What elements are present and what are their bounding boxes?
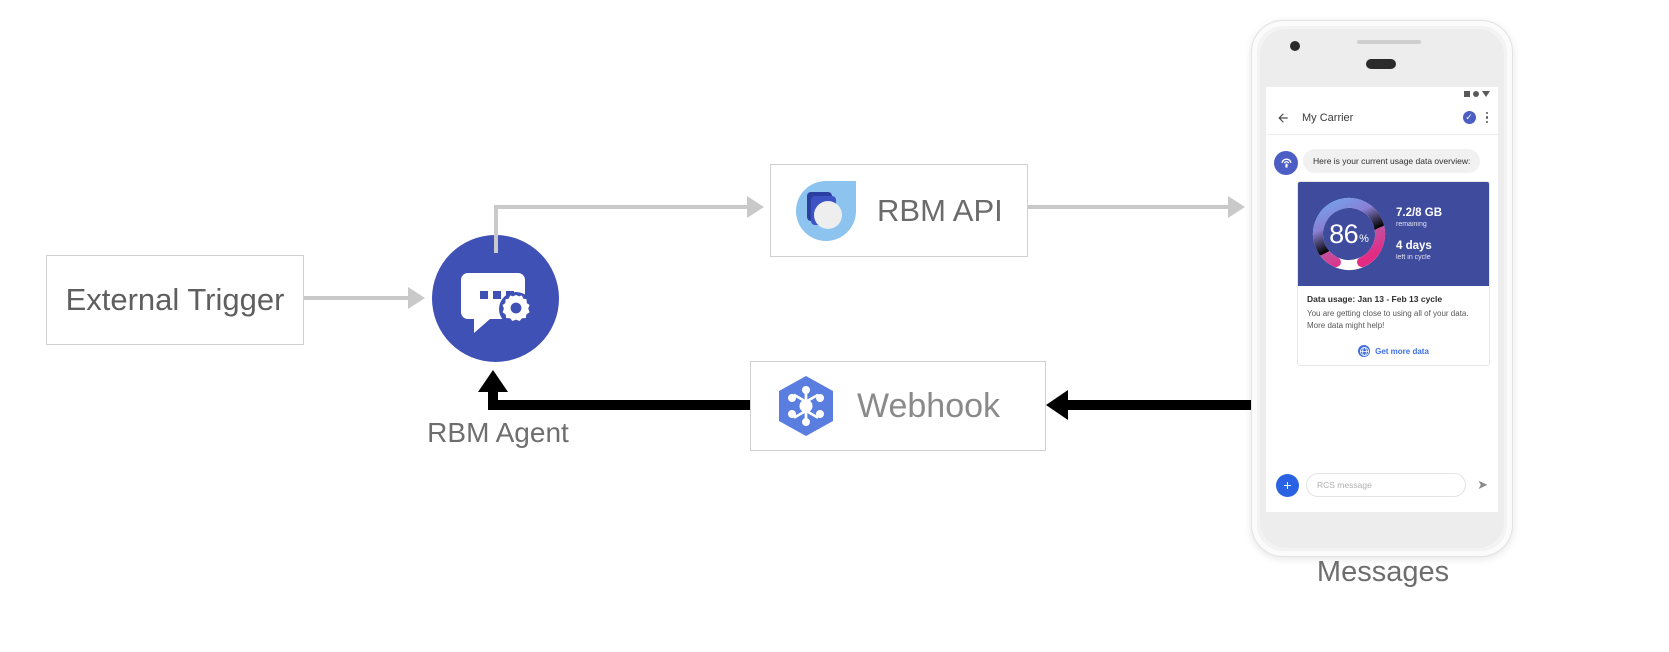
get-more-data-button[interactable]: Get more data xyxy=(1298,336,1489,365)
status-bar xyxy=(1266,87,1498,101)
rcs-agent-avatar-icon xyxy=(1274,151,1298,175)
plus-icon[interactable]: + xyxy=(1276,473,1299,497)
globe-icon xyxy=(1358,345,1371,357)
phone-screen: My Carrier ✓ Here is your cu xyxy=(1266,87,1498,512)
hero-stats: 7.2/8 GB remaining 4 days left in cycle xyxy=(1392,207,1489,260)
webhook-label: Webhook xyxy=(857,386,1001,425)
rbm-api-icon xyxy=(796,180,856,241)
stat-caption-0: remaining xyxy=(1396,221,1427,228)
messages-label: Messages xyxy=(1316,556,1450,588)
rbm-agent-label: RBM Agent xyxy=(427,417,569,448)
stat-data-remaining: 7.2/8 GB remaining xyxy=(1396,207,1481,228)
card-body: Data usage: Jan 13 - Feb 13 cycle You ar… xyxy=(1298,286,1489,336)
stat-caption-1: left in cycle xyxy=(1396,253,1431,261)
arrowhead-phone-to-webhook xyxy=(1046,390,1068,420)
send-icon[interactable]: ➤ xyxy=(1477,477,1488,492)
card-hero: 86 % 7.2/8 GB remaining 4 days le xyxy=(1298,182,1489,286)
connector-agent-to-api-horizontal xyxy=(494,205,747,209)
connector-phone-to-webhook xyxy=(1068,400,1258,410)
gauge-unit: % xyxy=(1359,232,1369,245)
webhook-hexagon-icon xyxy=(779,376,833,436)
rbm-api-box[interactable]: RBM API xyxy=(770,164,1028,257)
wifi-dot-icon xyxy=(1473,91,1479,97)
gauge-center-label: 86 % xyxy=(1306,191,1392,277)
stat-value-1: 4 days xyxy=(1396,240,1432,252)
rich-card[interactable]: 86 % 7.2/8 GB remaining 4 days le xyxy=(1297,181,1490,366)
stat-value-0: 7.2/8 GB xyxy=(1396,207,1443,220)
signal-square-icon xyxy=(1464,91,1470,97)
android-nav-bar xyxy=(1266,505,1498,512)
chat-gear-icon xyxy=(461,273,533,333)
phone-camera-icon xyxy=(1290,41,1300,51)
battery-triangle-icon xyxy=(1482,91,1490,97)
message-bubble-text: Here is your current usage data overview… xyxy=(1303,149,1481,174)
arrowhead-webhook-to-agent xyxy=(478,370,508,392)
rbm-agent-icon-circle[interactable] xyxy=(432,235,559,362)
rbm-api-label: RBM API xyxy=(877,192,1003,228)
overflow-menu-icon[interactable] xyxy=(1485,111,1488,124)
arrowhead-agent-to-api xyxy=(747,196,764,218)
connector-webhook-to-agent-vertical xyxy=(488,392,498,410)
connector-trigger-to-agent xyxy=(304,296,408,300)
phone-sensor-icon xyxy=(1357,40,1421,44)
gauge-value: 86 xyxy=(1329,218,1359,249)
message-row: Here is your current usage data overview… xyxy=(1266,149,1498,175)
webhook-box[interactable]: Webhook xyxy=(750,361,1046,451)
connector-agent-to-api-vertical xyxy=(494,205,498,253)
get-more-data-label: Get more data xyxy=(1375,346,1429,356)
card-description-line2: More data might help! xyxy=(1307,321,1385,330)
phone-speaker-icon xyxy=(1366,59,1396,69)
card-title: Data usage: Jan 13 - Feb 13 cycle xyxy=(1307,294,1443,304)
card-description-line1: You are getting close to using all of yo… xyxy=(1307,309,1469,318)
gauge-ring-icon xyxy=(1313,198,1385,270)
app-bar-title: My Carrier xyxy=(1302,111,1354,124)
back-arrow-icon[interactable] xyxy=(1276,111,1290,125)
chat-area: Here is your current usage data overview… xyxy=(1266,135,1498,465)
external-trigger-label: External Trigger xyxy=(65,282,285,317)
phone-device: My Carrier ✓ Here is your cu xyxy=(1251,20,1513,557)
stat-days-left: 4 days left in cycle xyxy=(1396,240,1481,261)
arrowhead-trigger-to-agent xyxy=(408,287,425,309)
usage-gauge: 86 % xyxy=(1306,191,1392,277)
arrowhead-api-to-phone xyxy=(1228,196,1245,218)
connector-api-to-phone xyxy=(1028,205,1228,209)
rcs-message-input[interactable]: RCS message xyxy=(1306,473,1467,497)
verified-shield-icon: ✓ xyxy=(1462,111,1476,124)
external-trigger-box[interactable]: External Trigger xyxy=(46,255,304,345)
app-bar: My Carrier ✓ xyxy=(1266,101,1498,135)
connector-webhook-to-agent-horizontal xyxy=(488,400,750,410)
message-composer: + RCS message ➤ xyxy=(1266,465,1498,505)
